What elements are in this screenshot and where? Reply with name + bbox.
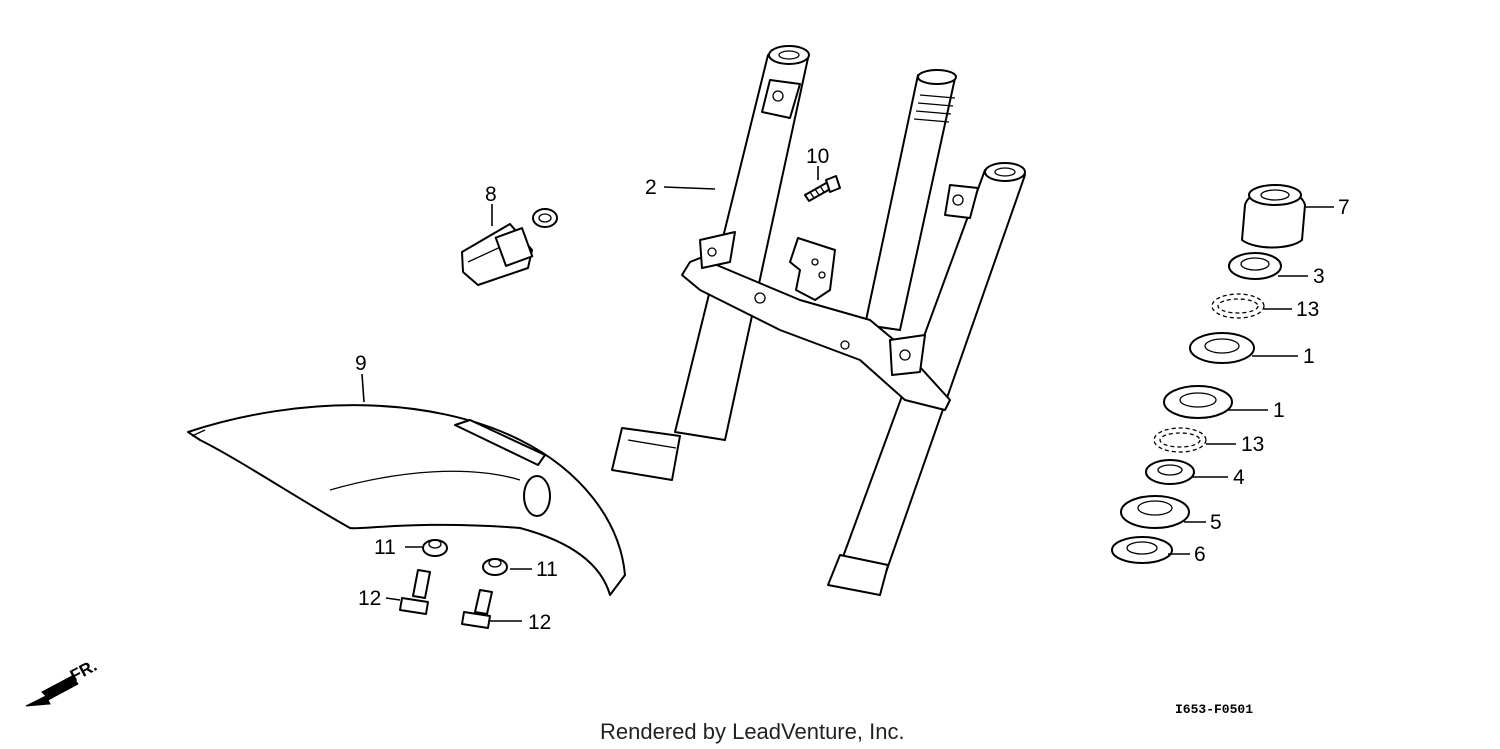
callout-11a: 11 [374,536,396,559]
ball-bearings-13b[interactable] [1153,427,1207,453]
callout-13b: 13 [1241,433,1264,456]
callout-7: 7 [1338,196,1350,219]
front-fork-assembly[interactable] [611,45,1026,596]
diagram-code: I653-F0501 [1175,702,1253,717]
callout-labels: 2 10 8 9 7 3 13 1 1 13 4 5 6 11 11 12 12 [355,145,1350,634]
callout-10: 10 [806,145,829,168]
callout-12b: 12 [528,611,551,634]
steering-nut-7[interactable] [1241,184,1306,249]
race-1b[interactable] [1163,385,1233,419]
race-1a[interactable] [1189,332,1255,364]
callout-5: 5 [1210,511,1222,534]
front-direction-indicator: FR. [25,656,100,707]
callout-4: 4 [1233,466,1245,489]
callout-3: 3 [1313,265,1325,288]
bolt-12a[interactable] [399,569,431,615]
callout-6: 6 [1194,543,1206,566]
callout-12a: 12 [358,587,381,610]
callout-9: 9 [355,352,367,375]
front-arrow-icon [25,675,79,707]
seal-5[interactable] [1120,495,1190,529]
race-4[interactable] [1145,459,1195,485]
credit-line: Rendered by LeadVenture, Inc. [600,719,905,744]
collar-11a[interactable] [422,539,448,557]
ball-bearings-13a[interactable] [1211,293,1265,319]
key-switch-8[interactable] [461,208,558,286]
callout-13a: 13 [1296,298,1319,321]
callout-8: 8 [485,183,497,206]
washer-6[interactable] [1111,536,1173,564]
callout-2: 2 [645,176,657,199]
front-fender-9[interactable] [187,404,626,596]
screw-10[interactable] [804,175,841,202]
callout-11b: 11 [536,558,558,581]
collar-11b[interactable] [482,558,508,576]
bolt-12b[interactable] [461,589,493,629]
callout-1b: 1 [1273,399,1285,422]
callout-1a: 1 [1303,345,1315,368]
leader-lines [361,166,1334,622]
race-3[interactable] [1228,252,1282,280]
